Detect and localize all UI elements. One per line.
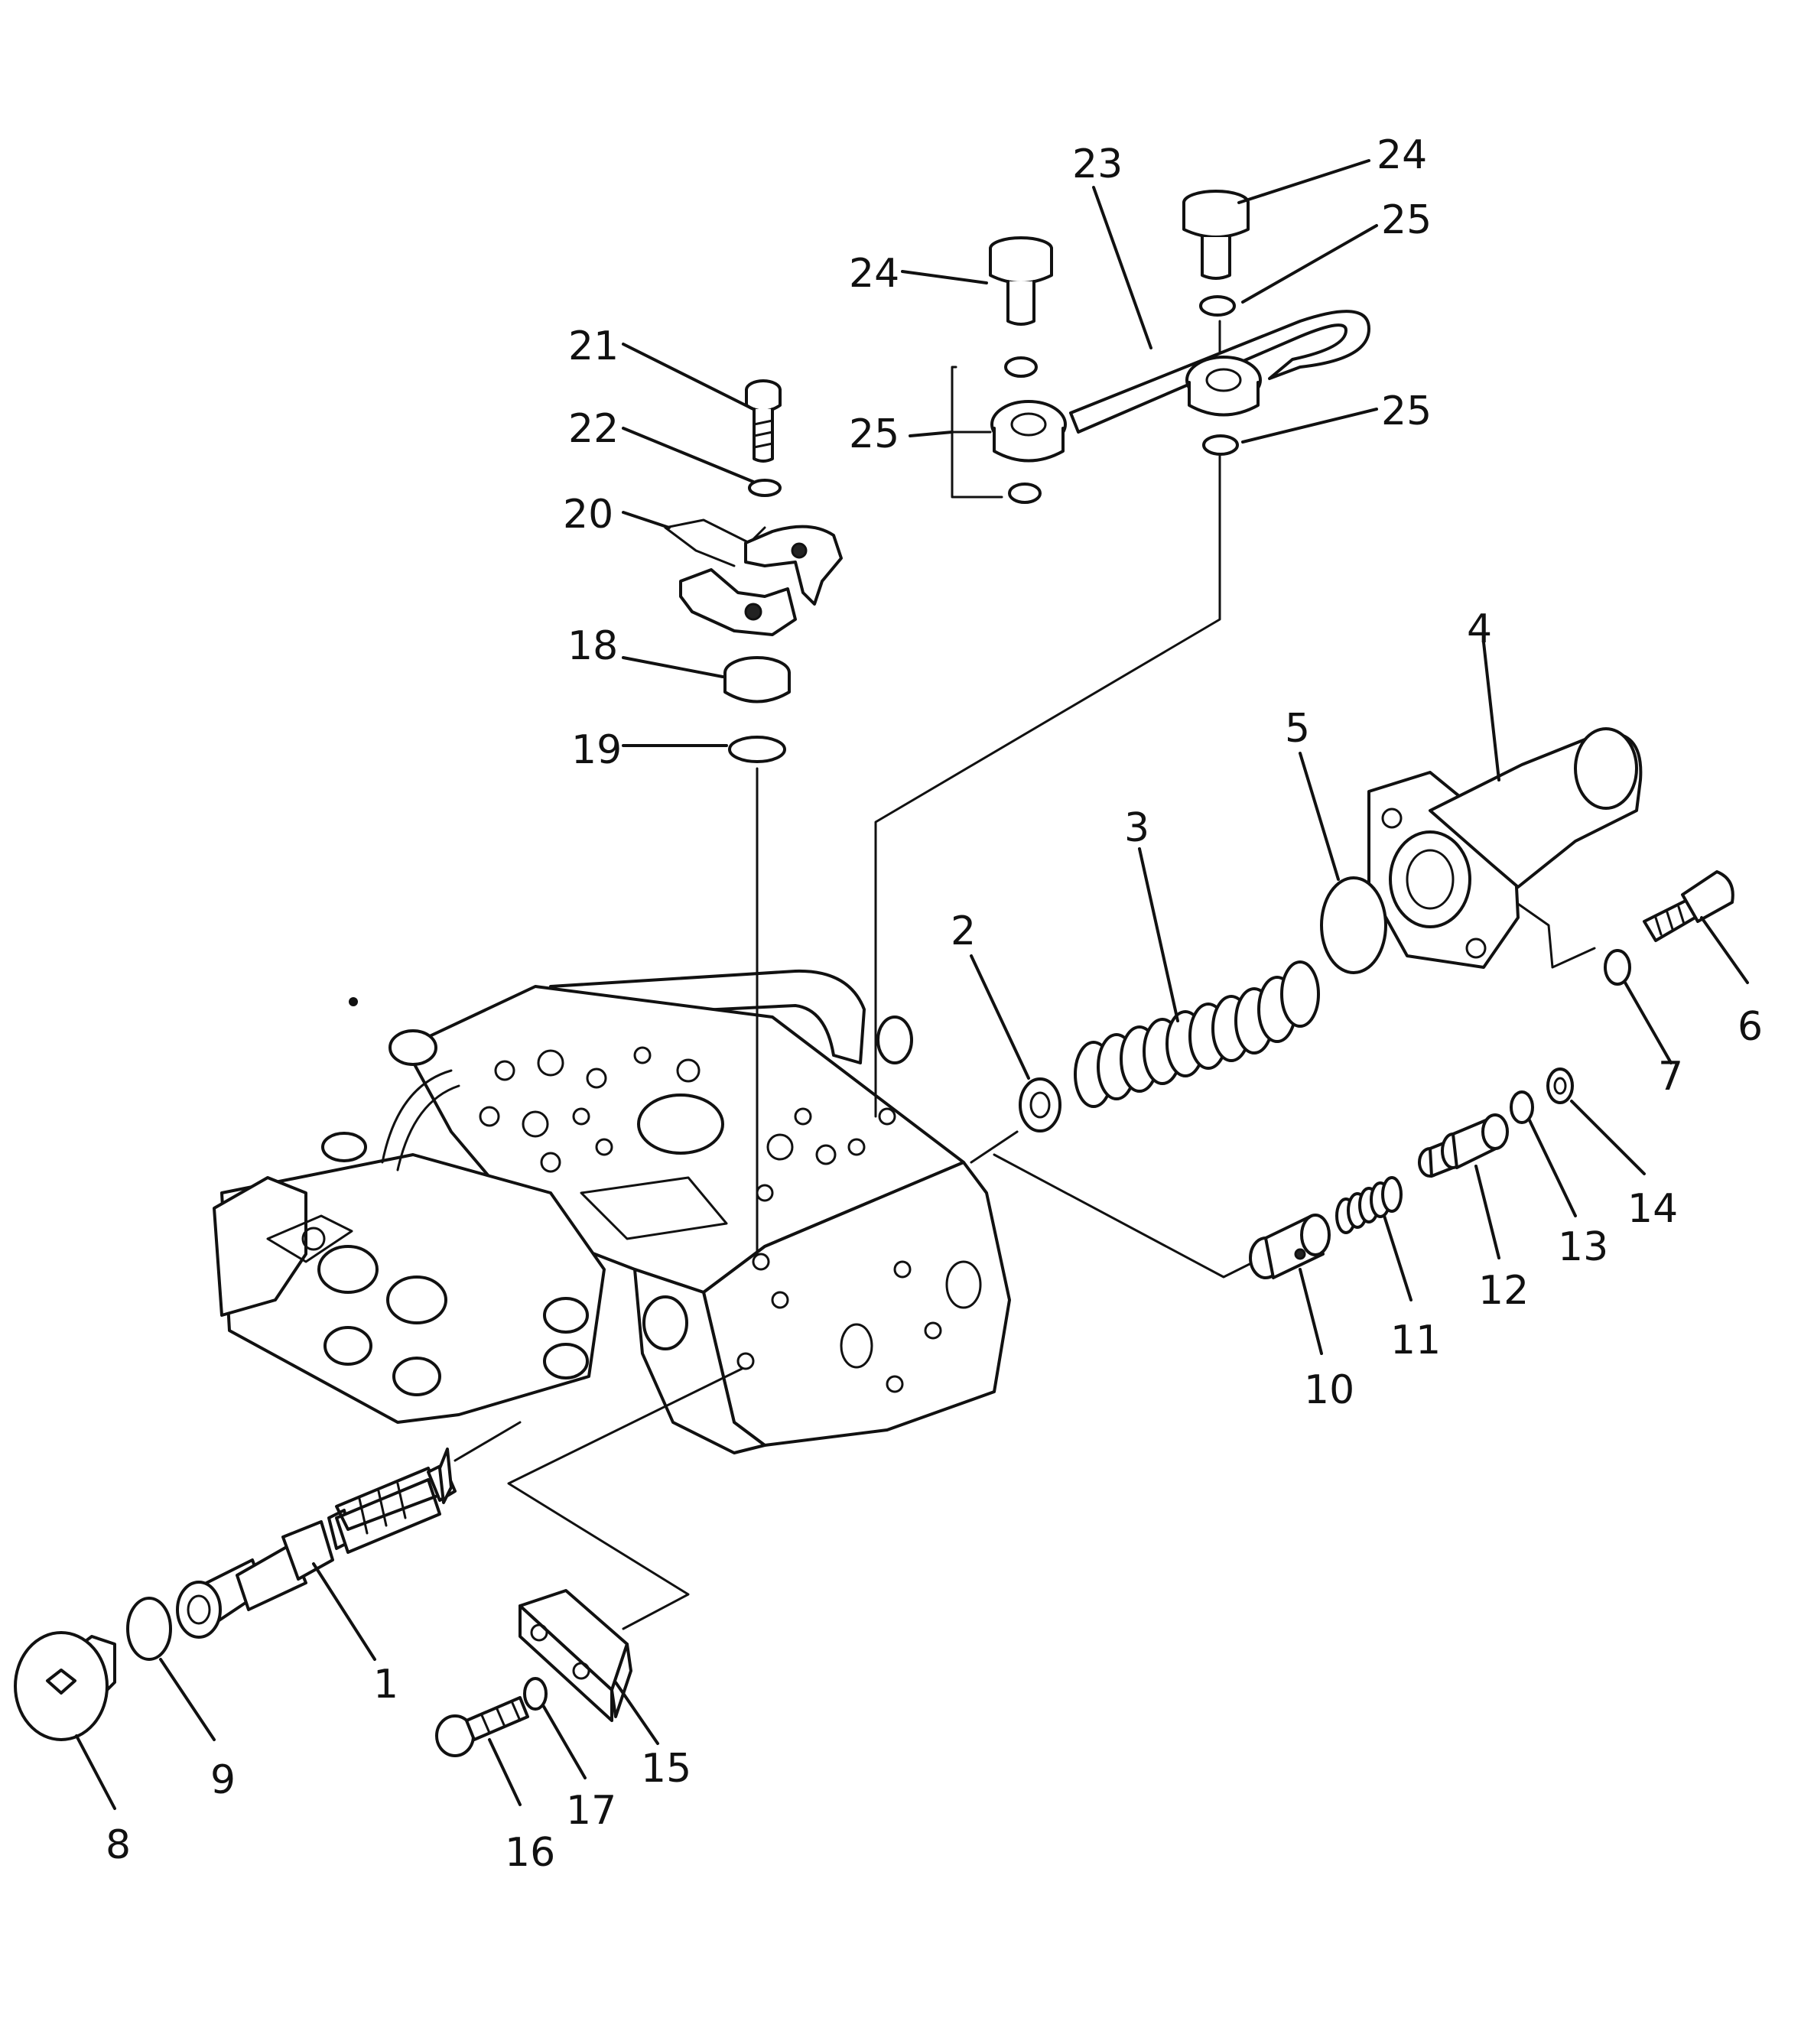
part-4-housing	[1367, 727, 1643, 969]
callout-8: 8	[106, 1822, 131, 1868]
callout-5: 5	[1285, 706, 1310, 752]
callout-25-lower-right: 25	[1381, 388, 1432, 434]
part-16-bolt	[435, 1696, 529, 1757]
part-9-oring	[126, 1597, 172, 1661]
callout-24-left: 24	[849, 251, 899, 297]
part-10-sleeve	[1249, 1214, 1331, 1279]
part-2-washer	[1019, 1077, 1061, 1132]
callout-25-top-right: 25	[1381, 197, 1432, 243]
callout-17: 17	[566, 1788, 616, 1834]
part-25-oring-lower-right	[1202, 434, 1239, 456]
callout-10: 10	[1304, 1367, 1354, 1413]
callout-19: 19	[571, 727, 622, 773]
part-5-oring	[1320, 876, 1387, 974]
callout-9: 9	[210, 1757, 236, 1803]
callout-2: 2	[951, 908, 976, 954]
part-22-washer	[748, 479, 782, 497]
callout-11: 11	[1390, 1318, 1441, 1363]
part-12-piston	[1418, 1113, 1509, 1178]
callout-6: 6	[1738, 1004, 1763, 1050]
leader-lines	[75, 159, 1749, 1810]
part-21-bolt	[745, 379, 782, 463]
part-6-bolt	[1643, 870, 1734, 942]
callout-20: 20	[563, 492, 613, 538]
part-24-plug-right	[1182, 190, 1250, 280]
part-7-washer	[1604, 949, 1631, 986]
callout-21: 21	[568, 323, 619, 369]
part-25-oring-lower-left	[1008, 483, 1042, 504]
callout-7: 7	[1658, 1054, 1683, 1100]
callout-labels: 1 2 3 4 5 6 7 8 9 10 11 12 13 14 15 16 1…	[106, 132, 1763, 1876]
callout-25-left: 25	[849, 411, 899, 457]
part-19-oring	[728, 736, 786, 763]
callout-3: 3	[1124, 805, 1149, 851]
callout-18: 18	[567, 623, 618, 669]
part-17-washer	[523, 1677, 548, 1711]
stray-dot	[349, 997, 358, 1006]
part-24-plug-left	[989, 236, 1053, 326]
part-15-block	[519, 1589, 632, 1722]
callout-23: 23	[1072, 141, 1123, 187]
callout-12: 12	[1478, 1268, 1529, 1314]
part-8-plug	[14, 1631, 116, 1741]
assembly-guide-lines	[454, 320, 1596, 1630]
part-18-cap	[723, 656, 791, 704]
callout-15: 15	[641, 1746, 691, 1792]
part-25-oring-upper-left	[1004, 356, 1038, 378]
callout-16: 16	[505, 1830, 555, 1876]
part-1-spool	[176, 1448, 457, 1639]
valve-body-assembly	[213, 969, 1011, 1454]
callout-1: 1	[373, 1662, 398, 1708]
callout-22: 22	[568, 406, 619, 452]
part-3-spring	[1074, 960, 1320, 1108]
callout-4: 4	[1467, 606, 1492, 652]
part-20-retainer	[679, 525, 843, 636]
part-14-washer	[1546, 1067, 1574, 1104]
part-23-tube	[990, 310, 1370, 463]
part-25-oring-top-right	[1199, 295, 1236, 317]
callout-14: 14	[1627, 1186, 1678, 1232]
callout-24-right: 24	[1377, 132, 1427, 178]
callout-13: 13	[1558, 1224, 1608, 1270]
part-11-spring	[1335, 1176, 1403, 1234]
part-13-oring	[1510, 1090, 1534, 1124]
